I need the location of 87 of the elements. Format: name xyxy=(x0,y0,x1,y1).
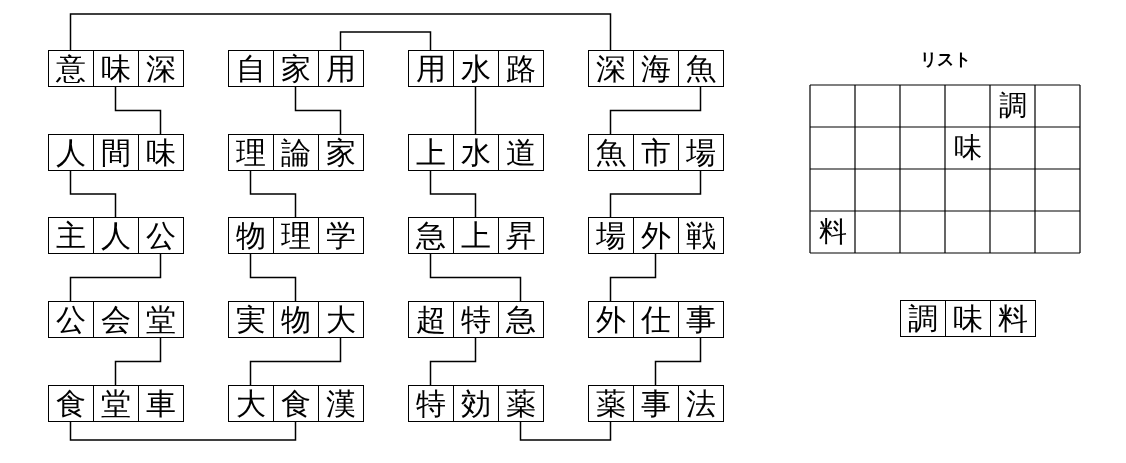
kanji-cell: 場 xyxy=(678,134,724,171)
kanji-cell: 外 xyxy=(633,217,679,254)
grid-character: 料 xyxy=(817,214,848,250)
kanji-cell: 人 xyxy=(48,134,94,171)
kanji-cell: 人 xyxy=(93,217,139,254)
connector-line xyxy=(609,170,702,218)
kanji-cell: 深 xyxy=(588,50,634,87)
kanji-cell: 深 xyxy=(138,50,184,87)
connector-line xyxy=(429,253,522,302)
kanji-cell: 薬 xyxy=(498,385,544,422)
grid-character: 調 xyxy=(997,88,1028,124)
connector-line xyxy=(249,337,342,386)
kanji-cell: 堂 xyxy=(138,301,184,338)
kanji-cell: 魚 xyxy=(588,134,634,171)
grid-character: 味 xyxy=(952,130,983,166)
kanji-cell: 物 xyxy=(273,301,319,338)
kanji-cell: 主 xyxy=(48,217,94,254)
kanji-cell: 自 xyxy=(228,50,274,87)
connector-line xyxy=(519,421,612,441)
kanji-cell: 急 xyxy=(408,217,454,254)
kanji-cell: 理 xyxy=(228,134,274,171)
kanji-cell: 法 xyxy=(678,385,724,422)
connector-line xyxy=(114,337,162,386)
kanji-cell: 調 xyxy=(900,300,946,337)
kanji-cell: 味 xyxy=(138,134,184,171)
kanji-cell: 公 xyxy=(48,301,94,338)
kanji-cell: 事 xyxy=(678,301,724,338)
connector-line xyxy=(429,170,477,218)
connector-line xyxy=(249,253,297,302)
grid-heading: リスト xyxy=(918,47,972,71)
kanji-cell: 路 xyxy=(498,50,544,87)
kanji-cell: 用 xyxy=(318,50,364,87)
kanji-cell: 場 xyxy=(588,217,634,254)
kanji-cell: 道 xyxy=(498,134,544,171)
kanji-cell: 公 xyxy=(138,217,184,254)
connector-line xyxy=(69,13,612,51)
connector-line xyxy=(249,170,297,218)
connector-line xyxy=(609,253,657,302)
kanji-cell: 急 xyxy=(498,301,544,338)
kanji-cell: 外 xyxy=(588,301,634,338)
kanji-cell: 大 xyxy=(228,385,274,422)
kanji-cell: 学 xyxy=(318,217,364,254)
kanji-cell: 物 xyxy=(228,217,274,254)
connector-line xyxy=(474,86,477,135)
kanji-cell: 水 xyxy=(453,134,499,171)
kanji-cell: 戦 xyxy=(678,217,724,254)
kanji-cell: 車 xyxy=(138,385,184,422)
kanji-cell: 実 xyxy=(228,301,274,338)
connector-line xyxy=(609,86,702,135)
kanji-cell: 間 xyxy=(93,134,139,171)
kanji-cell: 市 xyxy=(633,134,679,171)
kanji-cell: 味 xyxy=(945,300,991,337)
kanji-cell: 事 xyxy=(633,385,679,422)
kanji-cell: 魚 xyxy=(678,50,724,87)
kanji-cell: 海 xyxy=(633,50,679,87)
kanji-cell: 上 xyxy=(453,217,499,254)
kanji-cell: 用 xyxy=(408,50,454,87)
kanji-cell: 家 xyxy=(318,134,364,171)
connector-line xyxy=(654,337,702,386)
connector-line xyxy=(429,337,477,386)
kanji-cell: 効 xyxy=(453,385,499,422)
kanji-cell: 仕 xyxy=(633,301,679,338)
kanji-cell: 上 xyxy=(408,134,454,171)
kanji-cell: 水 xyxy=(453,50,499,87)
kanji-cell: 理 xyxy=(273,217,319,254)
connector-line xyxy=(69,170,117,218)
kanji-cell: 論 xyxy=(273,134,319,171)
kanji-cell: 会 xyxy=(93,301,139,338)
kanji-cell: 昇 xyxy=(498,217,544,254)
kanji-cell: 味 xyxy=(93,50,139,87)
kanji-cell: 大 xyxy=(318,301,364,338)
kanji-cell: 料 xyxy=(990,300,1036,337)
connector-line xyxy=(339,31,432,51)
kanji-cell: 薬 xyxy=(588,385,634,422)
connector-line xyxy=(114,86,162,135)
kanji-cell: 超 xyxy=(408,301,454,338)
kanji-cell: 食 xyxy=(273,385,319,422)
connector-line xyxy=(69,421,297,441)
connector-line xyxy=(294,86,342,135)
kanji-cell: 堂 xyxy=(93,385,139,422)
kanji-cell: 漢 xyxy=(318,385,364,422)
kanji-cell: 家 xyxy=(273,50,319,87)
kanji-cell: 食 xyxy=(48,385,94,422)
connector-line xyxy=(69,253,162,302)
kanji-cell: 意 xyxy=(48,50,94,87)
kanji-cell: 特 xyxy=(453,301,499,338)
kanji-cell: 特 xyxy=(408,385,454,422)
